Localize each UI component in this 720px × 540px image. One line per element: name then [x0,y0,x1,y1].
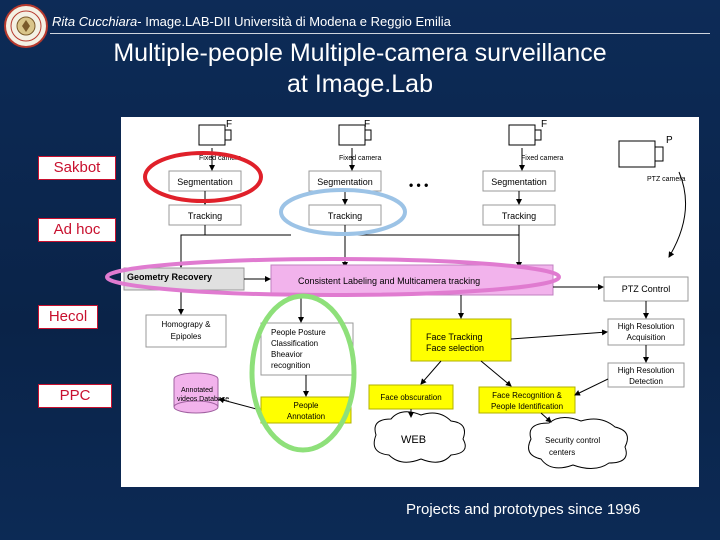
hires-detection-box: High Resolution Detection [607,362,685,388]
fixed-camera-3: F Fixed camera [508,119,564,162]
posture-line-1: People Posture [271,328,326,337]
camera-letter-f1: F [226,119,232,130]
consistent-labeling-label: Consistent Labeling and Multicamera trac… [298,276,480,286]
security-line-2: centers [549,448,575,457]
header-credit: Rita Cucchiara- Image.LAB-DII Università… [52,14,451,29]
tracking-label-2: Tracking [328,211,362,221]
face-tracking-box: Face Tracking Face selection [410,318,512,362]
segmentation-box-3: Segmentation [482,170,556,192]
tracking-box-3: Tracking [482,204,556,226]
category-hecol: Hecol [38,305,98,329]
annotation-line-1: People [294,401,319,410]
geometry-recovery-box: Geometry Recovery [123,267,245,291]
homography-line-2: Epipoles [171,332,202,341]
ptz-control-label: PTZ Control [622,284,671,294]
fixed-camera-label-2: Fixed camera [339,155,382,162]
title-line-2: at Image.Lab [287,70,433,98]
hires-det-line-2: Detection [629,377,663,386]
tracking-label-1: Tracking [188,211,222,221]
annotated-line-2: videos Database [177,396,229,403]
tracking-box-1: Tracking [168,204,242,226]
ptz-camera: P PTZ camera [618,135,687,258]
category-sakbot: Sakbot [38,156,116,180]
segmentation-label-1: Segmentation [177,177,233,187]
face-recog-line-2: People Identification [491,402,563,411]
hires-acquisition-box: High Resolution Acquisition [607,318,685,346]
posture-line-4: recognition [271,361,310,370]
security-cloud: Security control centers [528,417,628,469]
hires-acq-line-1: High Resolution [618,322,674,331]
slide-title: Multiple-people Multiple-camera surveill… [40,38,680,100]
geometry-recovery-label: Geometry Recovery [127,272,212,282]
architecture-diagram: F Fixed camera F Fixed camera F Fixed ca… [121,117,699,487]
fixed-camera-2: F Fixed camera [338,119,382,162]
annotation-line-2: Annotation [287,412,325,421]
posture-line-3: Bheavior [271,350,303,359]
homography-box: Homograpy & Epipoles [145,314,227,348]
camera-letter-p: P [666,135,673,146]
security-line-1: Security control [545,436,600,445]
people-annotation-box: People Annotation [260,396,352,424]
homography-line-1: Homograpy & [162,320,212,329]
face-obscuration-box: Face obscuration [368,384,454,410]
diagram-canvas: F Fixed camera F Fixed camera F Fixed ca… [123,119,689,469]
camera-letter-f2: F [364,119,370,130]
header-divider [50,33,710,34]
affiliation: - Image.LAB-DII Università di Modena e R… [137,14,451,29]
tracking-label-3: Tracking [502,211,536,221]
fixed-camera-label-1: Fixed camera [199,155,242,162]
ellipsis-dots: • • • [409,178,428,192]
hires-acq-line-2: Acquisition [627,333,666,342]
consistent-labeling-box: Consistent Labeling and Multicamera trac… [270,264,554,296]
category-ppc: PPC [38,384,112,408]
segmentation-box-1: Segmentation [168,170,242,192]
face-obscuration-label: Face obscuration [380,393,441,402]
ptz-control-box: PTZ Control [603,276,689,302]
face-recog-line-1: Face Recognition & [492,391,562,400]
face-tracking-line-1: Face Tracking [426,332,483,342]
tracking-box-2: Tracking [308,204,382,226]
web-label: WEB [401,434,426,446]
fixed-camera-1: F Fixed camera [198,119,242,162]
ptz-camera-label: PTZ camera [647,176,686,183]
fixed-camera-label-3: Fixed camera [521,155,564,162]
face-recognition-box: Face Recognition & People Identification [478,386,576,414]
annotated-database: Annotated videos Database [173,372,229,414]
category-adhoc: Ad hoc [38,218,116,242]
camera-letter-f3: F [541,119,547,130]
web-cloud: WEB [373,411,466,463]
segmentation-label-2: Segmentation [317,177,373,187]
hires-det-line-1: High Resolution [618,366,674,375]
posture-line-2: Classification [271,339,318,348]
annotated-line-1: Annotated [181,387,213,394]
face-tracking-line-2: Face selection [426,343,484,353]
footer-caption: Projects and prototypes since 1996 [406,501,641,518]
segmentation-label-3: Segmentation [491,177,547,187]
university-seal-logo [4,4,48,48]
author-name: Rita Cucchiara [52,14,138,29]
segmentation-box-2: Segmentation [308,170,382,192]
people-posture-box: People Posture Classification Bheavior r… [260,322,354,376]
title-line-1: Multiple-people Multiple-camera surveill… [113,39,607,67]
